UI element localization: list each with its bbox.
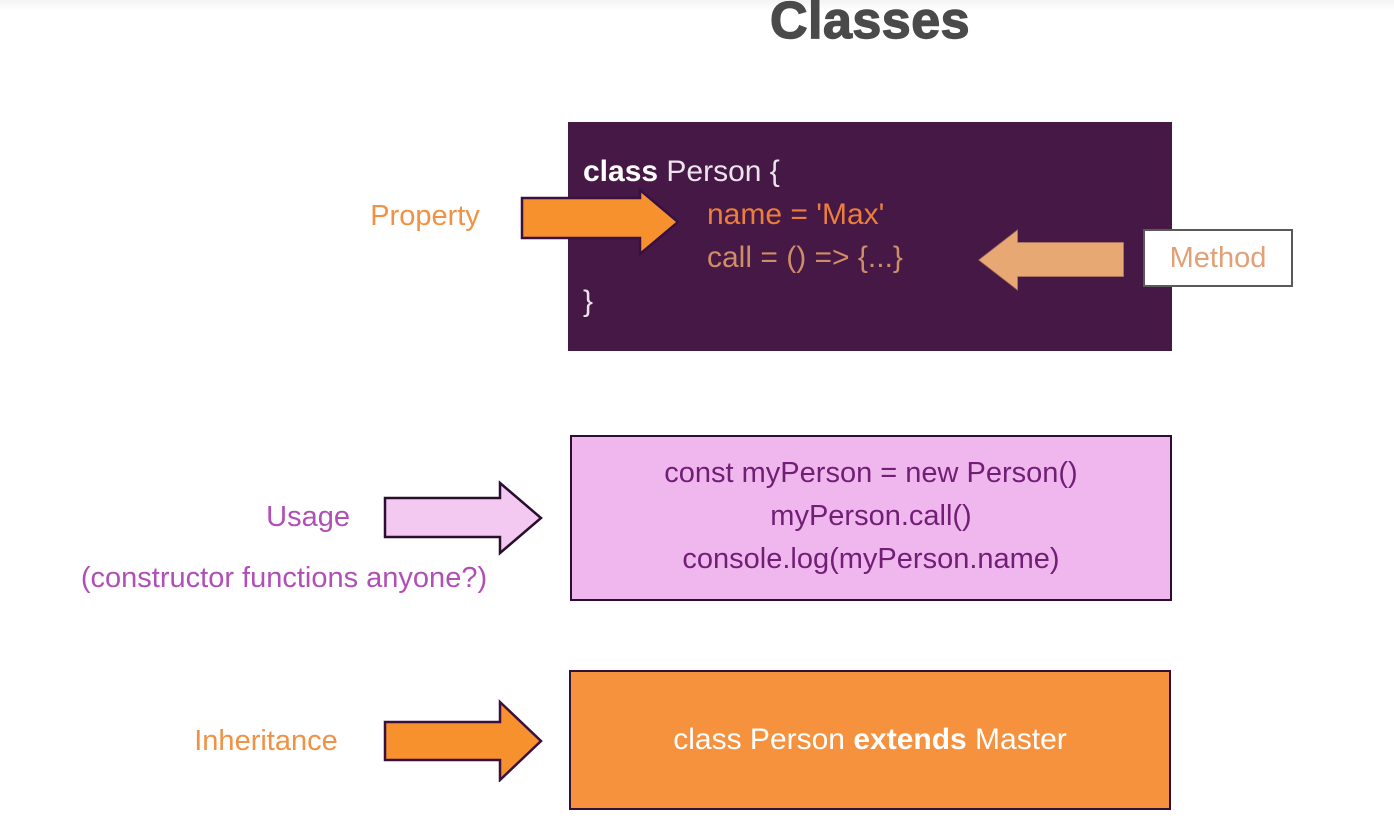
property-label: Property — [370, 200, 480, 232]
method-arrow-shape — [976, 227, 1125, 293]
code-keyword-class: class — [583, 155, 659, 188]
method-callout-box: Method — [1143, 229, 1293, 287]
usage-label: Usage — [266, 501, 350, 533]
class-definition-box: class Person { name = 'Max' call = () =>… — [568, 122, 1172, 351]
code-line-closing-brace: } — [583, 285, 594, 318]
code-keyword-extends: extends — [853, 723, 967, 756]
inheritance-code-post: Master — [966, 723, 1067, 756]
inheritance-arrow-shape — [383, 699, 543, 782]
inheritance-code-line: class Person extends Master — [673, 723, 1067, 757]
code-class-name: Person { — [658, 155, 780, 188]
inheritance-arrow-icon — [383, 699, 543, 782]
code-line-method: call = () => {...} — [707, 241, 903, 274]
inheritance-code-box: class Person extends Master — [569, 670, 1171, 810]
usage-code-line: console.log(myPerson.name) — [682, 543, 1060, 575]
property-arrow-shape — [520, 187, 680, 256]
method-label: Method — [1169, 241, 1267, 274]
top-fade-strip — [0, 0, 1394, 10]
code-line-property: name = 'Max' — [707, 198, 885, 231]
usage-code-line: const myPerson = new Person() — [664, 457, 1078, 489]
property-arrow-icon — [520, 187, 680, 256]
code-line-class-open: class Person { — [583, 150, 780, 194]
usage-code-line: myPerson.call() — [770, 500, 972, 532]
usage-code-box: const myPerson = new Person() myPerson.c… — [570, 435, 1172, 601]
slide-title: Classes — [769, 0, 971, 51]
usage-arrow-shape — [383, 480, 543, 556]
usage-note-label: (constructor functions anyone?) — [80, 562, 488, 594]
inheritance-code-pre: class Person — [673, 723, 854, 756]
method-arrow-icon — [976, 227, 1125, 293]
usage-arrow-icon — [383, 480, 543, 556]
inheritance-label: Inheritance — [194, 725, 338, 757]
